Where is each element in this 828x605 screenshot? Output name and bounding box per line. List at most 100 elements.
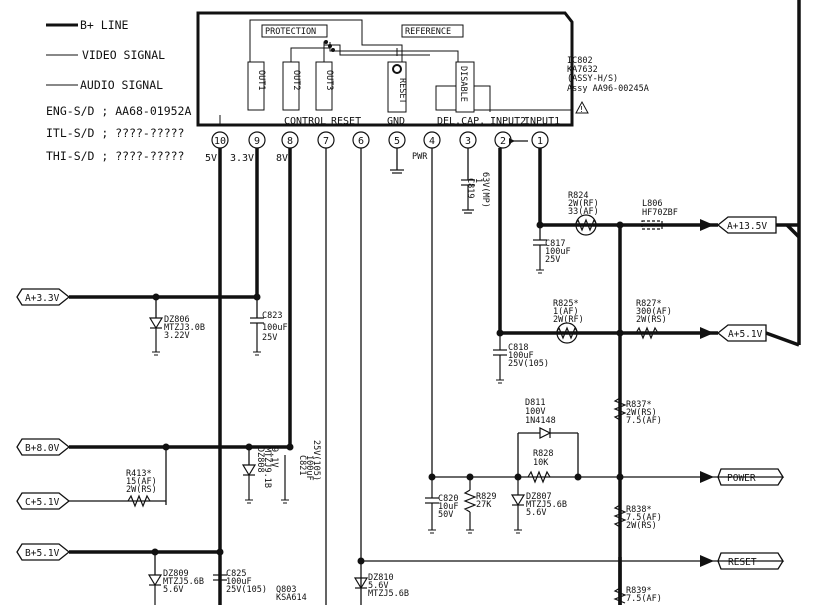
r413-power: 2W(RS) xyxy=(126,485,157,495)
c820-value: 10uF xyxy=(438,502,458,512)
dz807-voltage: 5.6V xyxy=(526,508,546,518)
legend-video: VIDEO SIGNAL xyxy=(82,48,165,62)
dz806-voltage: 3.22V xyxy=(164,331,190,341)
r838-value: 7.5(AF) xyxy=(626,513,662,523)
junction-dots xyxy=(151,221,624,565)
c818-rating: 25V(105) xyxy=(508,359,549,369)
c817-value: 100uF xyxy=(545,247,571,257)
q803-part: KSA614 xyxy=(276,593,307,603)
connector-b80: B+8.0V xyxy=(25,443,60,454)
r825-value: 1(AF) xyxy=(553,307,579,317)
component-symbols xyxy=(127,169,663,605)
connector-arrows xyxy=(700,219,714,567)
q803-ref: Q803 xyxy=(276,585,296,595)
pin8-voltage: 8V xyxy=(276,153,288,164)
ic-block-reset: RESET xyxy=(397,78,407,104)
ic-reference-label: REFERENCE xyxy=(405,27,451,37)
r413-value: 15(AF) xyxy=(126,477,157,487)
dz810-voltage: 5.6V xyxy=(368,581,388,591)
signal-wires xyxy=(69,140,718,605)
pin-1: 1 xyxy=(537,136,543,147)
c819-rating: 63V(MP) xyxy=(480,172,490,208)
pin-7: 7 xyxy=(323,136,329,147)
pin-4: 4 xyxy=(429,136,435,147)
c819-value: 1 xyxy=(473,178,483,183)
c820-ref: C820 xyxy=(438,494,458,504)
dz808-part: MTZJ9.1B xyxy=(262,447,272,488)
pin9-voltage: 3.3V xyxy=(230,153,254,164)
ic-pin-label-control: CONTROL xyxy=(284,116,326,127)
r825-ref: R825* xyxy=(553,299,579,309)
ic-pin-label-input2: INPUT2 xyxy=(490,116,526,127)
r839-value: 7.5(AF) xyxy=(626,594,662,604)
component-labels: C819 1 63V(MP) R824 2W(RF) 33(AF) L806 H… xyxy=(126,172,678,604)
ic-block-out3: OUT3 xyxy=(324,70,334,90)
ic-pin-label-delcap: DEL.CAP. xyxy=(437,116,485,127)
c823-value: 100uF xyxy=(262,323,288,333)
d811-part: 1N4148 xyxy=(525,416,556,426)
dz806-ref: DZ806 xyxy=(164,315,190,325)
pin10-voltage: 5V xyxy=(205,153,217,164)
ic-block-out2: OUT2 xyxy=(291,70,301,90)
ground-symbols xyxy=(152,269,544,534)
l806-ref: L806 xyxy=(642,199,662,209)
dz806-part: MTZJ3.0B xyxy=(164,323,205,333)
r838-power: 2W(RS) xyxy=(626,521,657,531)
pin-10: 10 xyxy=(214,136,226,147)
r827-power: 2W(RS) xyxy=(636,315,667,325)
r825-power: 2W(RF) xyxy=(553,315,584,325)
dz810-part: MTZJ5.6B xyxy=(368,589,409,599)
r824-value: 33(AF) xyxy=(568,207,599,217)
c818-value: 100uF xyxy=(508,351,534,361)
c825-value: 100uF xyxy=(226,577,252,587)
ic-pins: 10 9 8 7 6 5 4 3 2 1 xyxy=(211,131,549,149)
r838-ref: R838* xyxy=(626,505,652,515)
warning-icon xyxy=(575,100,589,114)
dz810-ref: DZ810 xyxy=(368,573,394,583)
connector-a51: A+5.1V xyxy=(728,329,763,340)
r824-ref: R824 xyxy=(568,191,588,201)
dz808-voltage: 9.1V xyxy=(269,447,279,467)
c825-rating: 25V(105) xyxy=(226,585,267,595)
ic-part: KA7632 xyxy=(567,65,598,75)
ic-block-out1: OUT1 xyxy=(256,70,266,90)
r839-ref: R839* xyxy=(626,586,652,596)
c821-rating: 25V(105) xyxy=(311,440,321,481)
r827-value: 300(AF) xyxy=(636,307,672,317)
d811-rating: 100V xyxy=(525,407,545,417)
ic-assy: (ASSY-H/S) xyxy=(567,74,618,84)
dz807-ref: DZ807 xyxy=(526,492,552,502)
legend-audio: AUDIO SIGNAL xyxy=(80,78,163,92)
ic802-package: PROTECTION REFERENCE OUT1 OUT2 OUT3 RESE… xyxy=(196,11,649,127)
svg-text:!: ! xyxy=(580,105,583,114)
connector-b51: B+5.1V xyxy=(25,548,60,559)
connector-power: POWER xyxy=(727,473,756,484)
ic-ref: IC802 xyxy=(567,56,593,66)
r828-ref: R828 xyxy=(533,449,553,459)
ic-block-disable: DISABLE xyxy=(458,66,468,102)
c825-ref: C825 xyxy=(226,569,246,579)
r828-value: 10K xyxy=(533,458,549,468)
ic-assy-number: Assy AA96-00245A xyxy=(567,84,649,94)
c817-rating: 25V xyxy=(545,255,560,265)
c821-ref: C821 xyxy=(297,455,307,475)
connector-c51: C+5.1V xyxy=(25,497,60,508)
dz809-part: MTZJ5.6B xyxy=(163,577,204,587)
r824-power: 2W(RF) xyxy=(568,199,599,209)
r829-value: 27K xyxy=(476,500,492,510)
pin-2: 2 xyxy=(500,136,506,147)
c821-value: 100uF xyxy=(304,455,314,481)
r829-ref: R829 xyxy=(476,492,496,502)
pin-8: 8 xyxy=(287,136,293,147)
ic-pin-label-gnd: GND xyxy=(387,116,405,127)
ic-protection-label: PROTECTION xyxy=(265,27,316,37)
ic-pin-label-input1: INPUT1 xyxy=(524,116,560,127)
connector-tags xyxy=(16,216,785,570)
connector-a33: A+3.3V xyxy=(25,293,60,304)
l806-part: HF70ZBF xyxy=(642,208,678,218)
pin-9: 9 xyxy=(254,136,260,147)
ic-pin-label-reset: RESET xyxy=(331,116,361,127)
legend: B+ LINE VIDEO SIGNAL AUDIO SIGNAL ENG-S/… xyxy=(46,18,191,163)
c823-rating: 25V xyxy=(262,333,277,343)
